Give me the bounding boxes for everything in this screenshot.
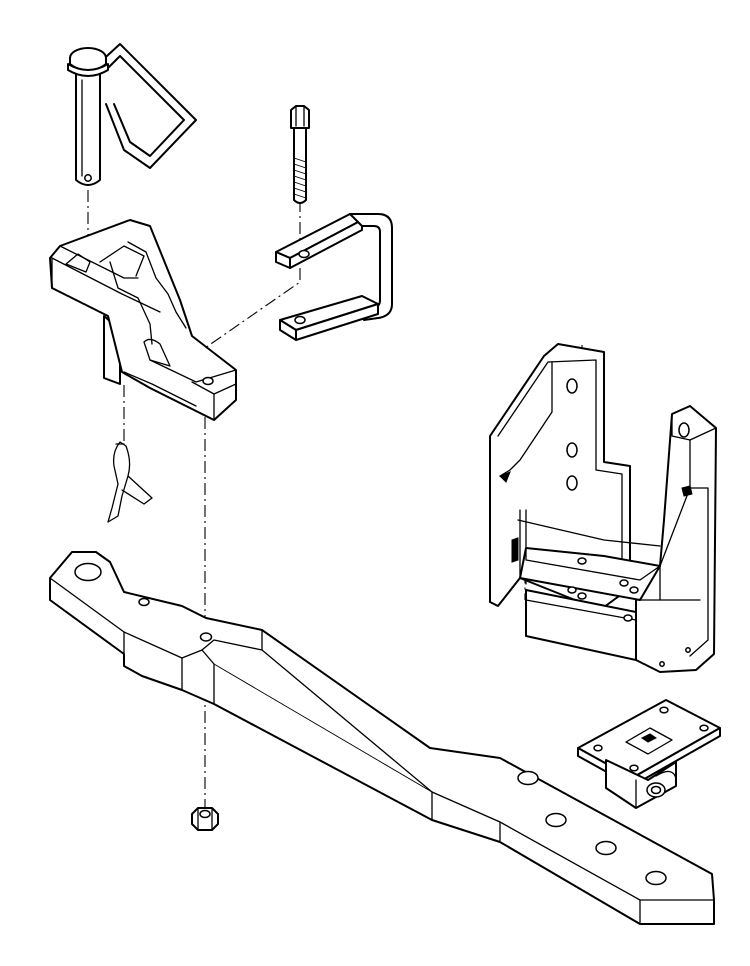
u-strap — [275, 213, 393, 341]
hex-bolt — [290, 105, 310, 204]
drawbar — [49, 551, 715, 925]
lock-nut — [191, 807, 219, 831]
linch-pin-with-loop-retainer — [67, 43, 197, 186]
support-bracket — [489, 343, 717, 673]
spring-clip — [107, 441, 153, 523]
mounting-plate-bracket — [577, 699, 721, 809]
hitch-clevis-block — [49, 219, 237, 421]
